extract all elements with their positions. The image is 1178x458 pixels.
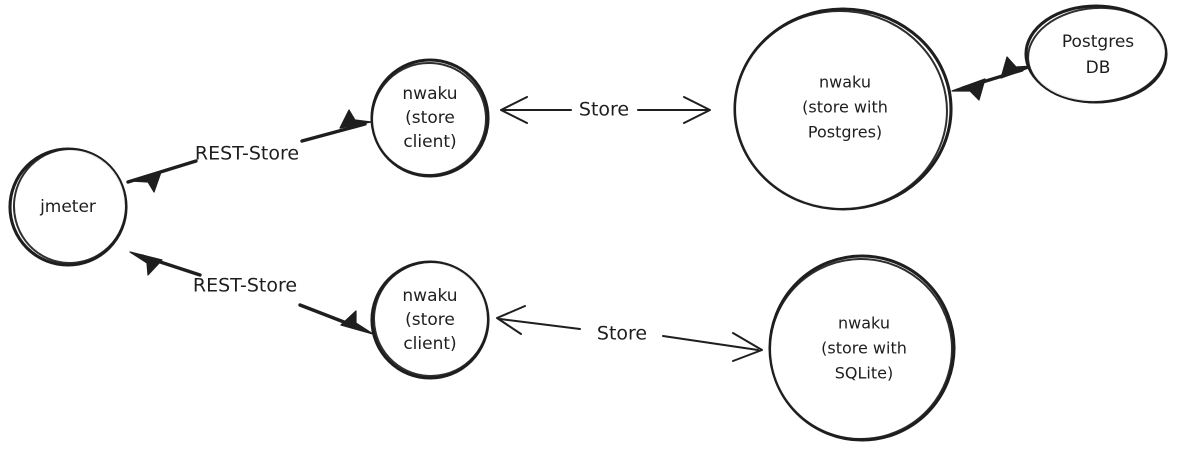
edge-store-bottom-arrowhead-left — [496, 305, 526, 335]
node-postgres-db-shape-sketch — [1027, 6, 1167, 104]
edge-label-rest-store-bottom: REST-Store — [193, 275, 297, 297]
edge-store-bottom-segment-left — [499, 318, 581, 330]
node-nwaku-store-postgres-label-line3: Postgres) — [808, 123, 882, 142]
node-nwaku-store-client-top[interactable]: nwaku (store client) — [366, 57, 491, 180]
edge-rest-store-bottom-arrowhead-right — [340, 310, 374, 335]
edge-postgres-db[interactable] — [951, 56, 1035, 101]
node-postgres-db-label-line2: DB — [1086, 58, 1111, 78]
node-nwaku-store-client-top-label-line3: client) — [403, 132, 456, 152]
edge-label-rest-store-top: REST-Store — [195, 143, 299, 165]
edge-label-store-top: Store — [579, 99, 629, 121]
edge-rest-store-bottom-arrowhead-left — [129, 251, 163, 276]
edge-rest-store-top[interactable]: REST-Store — [126, 109, 372, 193]
edge-store-top[interactable]: Store — [500, 96, 711, 124]
edge-store-bottom-arrowhead-right — [732, 332, 763, 362]
edge-store-top-arrowhead-left — [500, 96, 528, 124]
edge-label-store-bottom: Store — [597, 323, 647, 345]
node-nwaku-store-sqlite-label-line2: (store with — [821, 339, 907, 358]
node-nwaku-store-postgres-label-line1: nwaku — [819, 73, 871, 92]
edge-store-bottom-segment-right — [662, 335, 759, 351]
node-nwaku-store-sqlite[interactable]: nwaku (store with SQLite) — [763, 251, 960, 446]
node-nwaku-store-postgres[interactable]: nwaku (store with Postgres) — [728, 4, 953, 216]
edge-postgres-db-arrowhead-right — [1000, 56, 1035, 79]
node-jmeter[interactable]: jmeter — [7, 143, 132, 270]
node-nwaku-store-client-top-shape-sketch — [371, 61, 487, 177]
edge-store-top-arrowhead-right — [683, 96, 711, 124]
node-nwaku-store-client-bottom-shape-sketch — [373, 261, 489, 377]
node-nwaku-store-client-bottom[interactable]: nwaku (store client) — [367, 255, 496, 384]
edge-store-bottom[interactable]: Store — [496, 305, 763, 362]
node-nwaku-store-postgres-label-line2: (store with — [802, 98, 888, 117]
node-jmeter-label: jmeter — [39, 197, 96, 217]
node-nwaku-store-sqlite-label-line3: SQLite) — [835, 364, 893, 383]
edge-rest-store-top-segment-right — [300, 122, 367, 143]
node-nwaku-store-client-top-label-line1: nwaku — [402, 84, 457, 104]
node-nwaku-store-client-bottom-label-line1: nwaku — [402, 286, 457, 306]
node-nwaku-store-postgres-shape-sketch — [734, 9, 948, 211]
node-nwaku-store-sqlite-label-line1: nwaku — [838, 314, 890, 333]
node-jmeter-shape-sketch — [12, 148, 128, 264]
node-postgres-db[interactable]: Postgres DB — [1024, 3, 1169, 106]
edge-postgres-db-arrowhead-left — [951, 78, 986, 101]
edge-rest-store-bottom[interactable]: REST-Store — [129, 251, 374, 335]
node-nwaku-store-client-bottom-label-line2: (store — [405, 310, 455, 330]
node-nwaku-store-client-top-label-line2: (store — [405, 108, 455, 128]
node-nwaku-store-sqlite-shape-sketch — [769, 257, 953, 441]
node-postgres-db-label-line1: Postgres — [1062, 32, 1134, 52]
edge-rest-store-top-arrowhead-right — [339, 109, 372, 129]
edge-rest-store-top-arrowhead-left — [130, 171, 162, 193]
node-nwaku-store-client-bottom-label-line3: client) — [403, 334, 456, 354]
